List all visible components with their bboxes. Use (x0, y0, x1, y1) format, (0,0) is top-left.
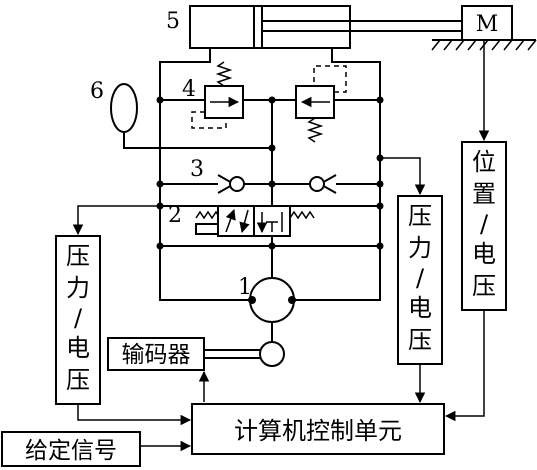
pressure-left-char-1: 压 (66, 242, 90, 270)
position-char-5: 压 (472, 272, 496, 300)
relief-valve-left-spring (215, 61, 233, 87)
relief-valve-right-pilot (313, 65, 347, 93)
given-signal-label: 给定信号 (25, 438, 117, 464)
position-box-frame (461, 141, 507, 311)
cylinder-body (189, 5, 351, 49)
motor-box (461, 5, 513, 41)
servo-valve-left-actuator (195, 223, 219, 235)
arrow-to-left-pressure (72, 205, 160, 236)
servo-valve-arrow-2 (239, 209, 250, 234)
pressure-right-char-4: 电 (408, 294, 432, 322)
label-4: 4 (182, 77, 196, 102)
relief-valve-right-spring (306, 117, 324, 143)
hydraulic-cylinder: 5 (166, 5, 462, 49)
accumulator-line (123, 132, 272, 149)
given-signal-box (1, 431, 141, 467)
encoder: 输码器 (107, 337, 260, 371)
label-3: 3 (190, 157, 204, 182)
relief-valve-left-pilot (191, 111, 227, 129)
check-valve-left-ball (229, 176, 245, 192)
arrow-position-to-cu (444, 310, 485, 422)
signal-lines (72, 40, 490, 452)
relief-valve-left: 4 (182, 61, 244, 129)
pressure-box-right-frame (397, 195, 443, 365)
hydraulic-pump: 1 (238, 275, 296, 367)
check-valve-right-ball (309, 176, 325, 192)
servo-valve-arrow-1 (225, 209, 236, 233)
position-char-2: 置 (472, 180, 496, 208)
given-signal: 给定信号 (1, 431, 141, 467)
arrow-to-right-pressure (380, 157, 426, 196)
label-2: 2 (168, 203, 182, 228)
pressure-box-left: 压 力 / 电 压 (55, 235, 101, 405)
control-unit: 计算机控制单元 (191, 403, 445, 455)
pressure-right-char-3: / (416, 264, 425, 292)
drive-motor (259, 341, 285, 367)
position-char-4: 电 (472, 240, 496, 268)
position-char-1: 位 (472, 148, 496, 176)
servo-valve-right-spring (289, 210, 315, 220)
pressure-box-left-frame (55, 235, 101, 405)
position-box: 位 置 / 电 压 (461, 141, 507, 311)
pressure-right-char-5: 压 (408, 326, 432, 354)
accumulator: 6 (90, 79, 276, 152)
pressure-left-char-4: 电 (66, 334, 90, 362)
motor-label: M (476, 12, 499, 37)
pressure-right-char-2: 力 (408, 234, 432, 262)
position-char-3: / (480, 210, 489, 238)
encoder-box (107, 337, 205, 371)
relief-valve-right (295, 65, 347, 143)
arrow-left-pressure-to-cu (77, 404, 192, 426)
pressure-right-char-1: 压 (408, 202, 432, 230)
control-unit-box (191, 403, 445, 455)
pressure-left-char-2: 力 (66, 274, 90, 302)
pressure-box-right: 压 力 / 电 压 (397, 195, 443, 365)
servo-valve: 2 (156, 202, 384, 250)
encoder-label: 输码器 (122, 342, 191, 368)
label-6: 6 (90, 79, 104, 104)
pump-body (249, 277, 295, 323)
servo-valve-left-spring (195, 210, 219, 220)
servo-valve-block (266, 221, 278, 232)
control-unit-label: 计算机控制单元 (234, 417, 402, 445)
accumulator-body (110, 83, 138, 133)
pressure-left-char-3: / (74, 304, 83, 332)
label-5: 5 (166, 9, 180, 34)
pressure-left-char-5: 压 (66, 366, 90, 394)
check-valves: 3 (156, 157, 384, 194)
label-1: 1 (238, 275, 252, 300)
